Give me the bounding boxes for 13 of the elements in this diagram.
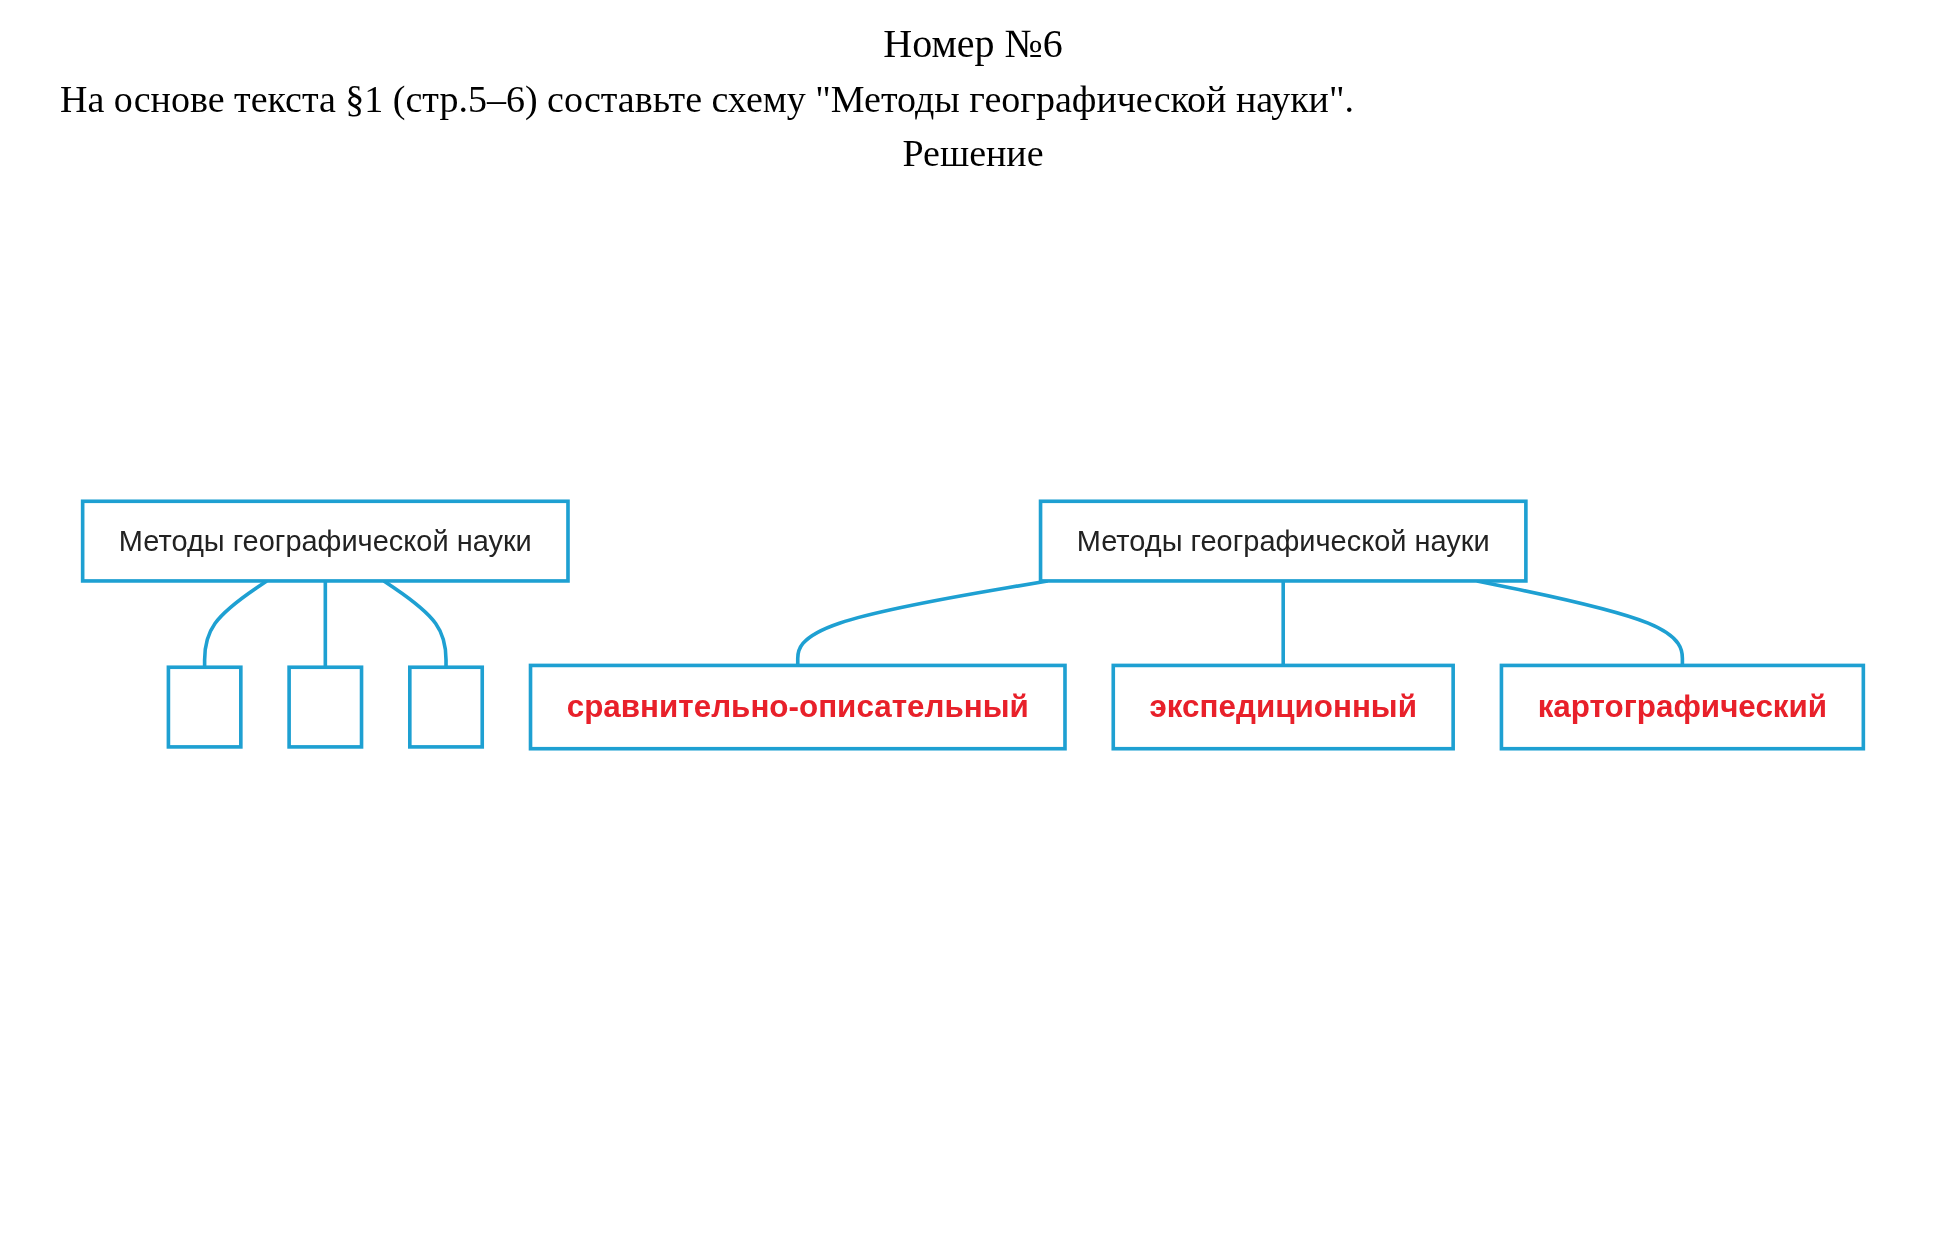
connector	[1281, 580, 1285, 666]
node-box: Методы географической науки	[80, 499, 570, 583]
node-box: экспедиционный	[1111, 663, 1455, 751]
node-box	[287, 665, 364, 749]
title: Номер №6	[882, 20, 1064, 67]
node-box	[166, 665, 243, 749]
node-box	[408, 665, 485, 749]
node-box: сравнительно-описательный	[528, 663, 1067, 751]
task-text: На основе текста §1 (стр.5–6) составьте схему "Методы географической науки".	[60, 77, 1355, 121]
connector	[323, 580, 328, 668]
section-heading: Решение	[901, 131, 1045, 175]
node-box: картографический	[1499, 663, 1866, 751]
node-box: Методы географической науки	[1038, 499, 1528, 583]
